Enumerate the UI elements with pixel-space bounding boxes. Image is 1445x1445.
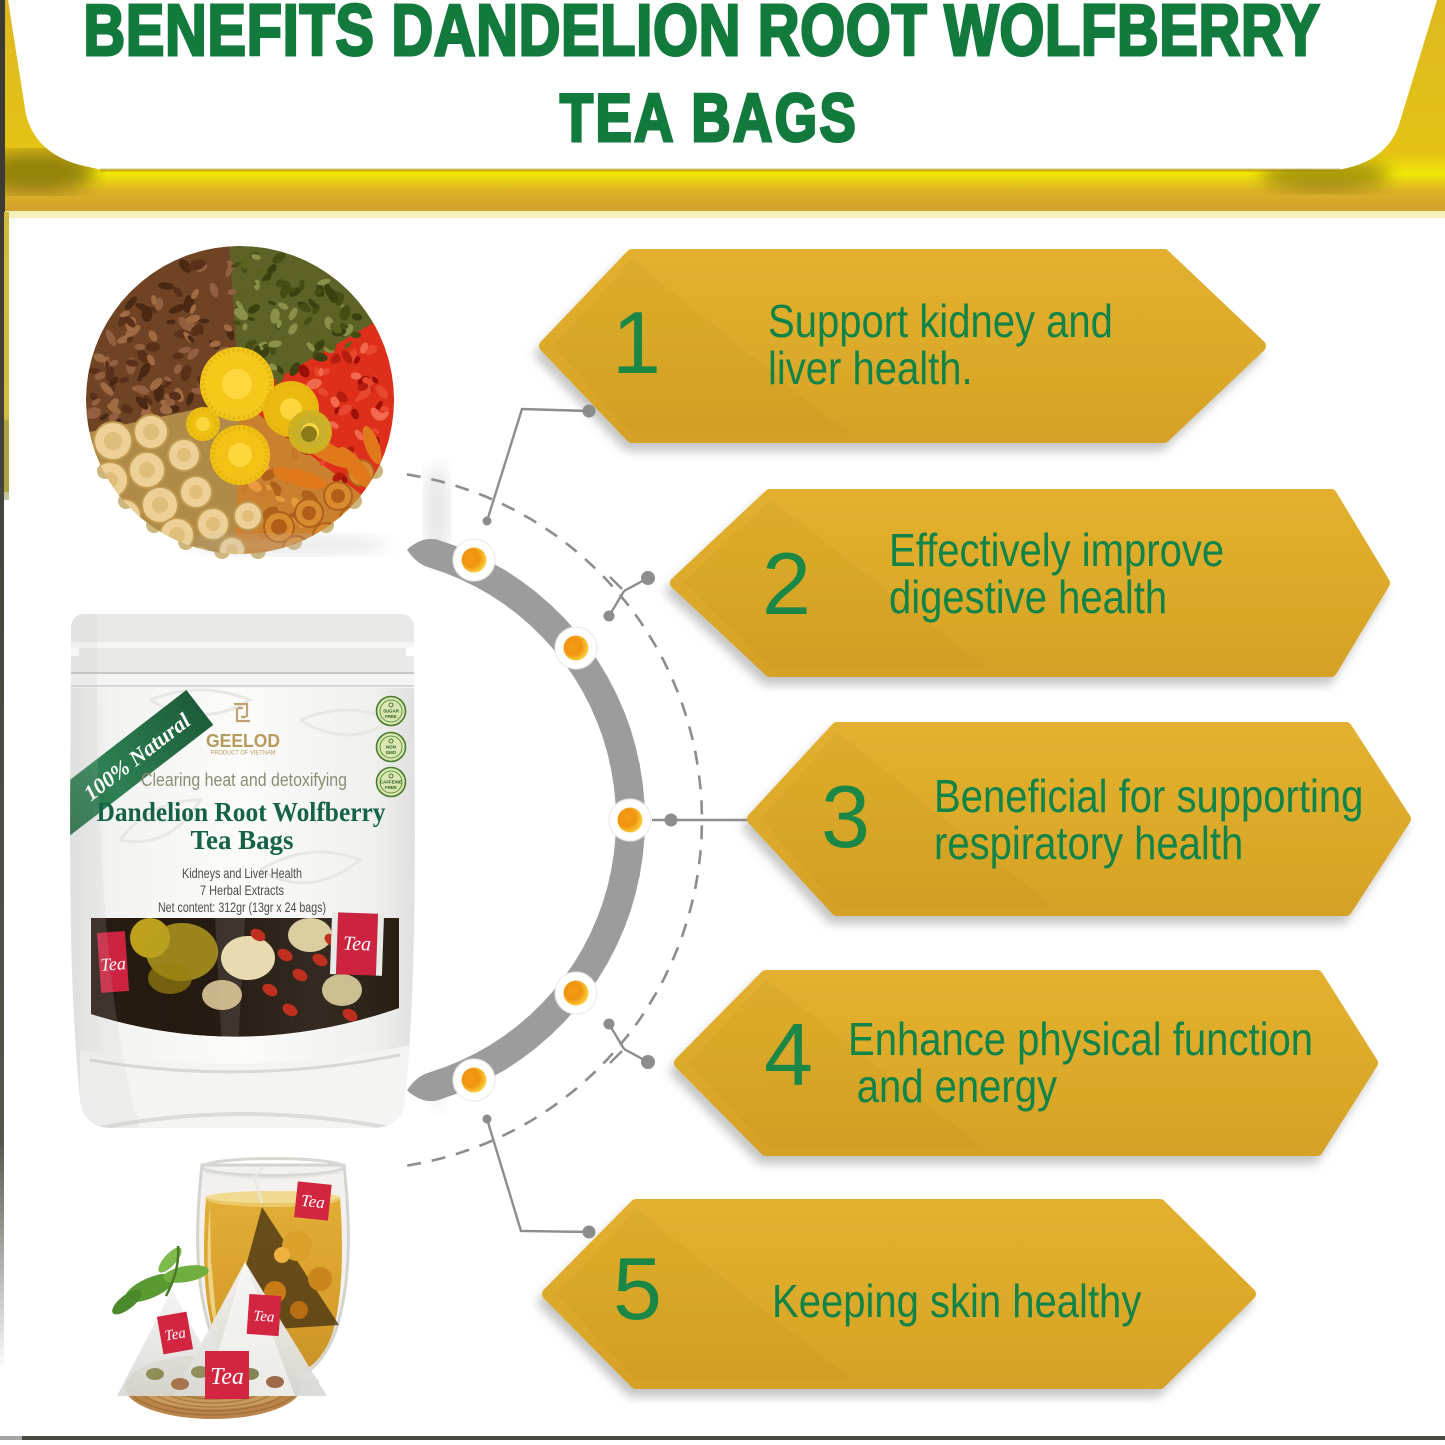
svg-text:Tea Bags: Tea Bags xyxy=(191,825,294,855)
svg-text:Dandelion Root Wolfberry: Dandelion Root Wolfberry xyxy=(97,797,386,827)
svg-text:GMO: GMO xyxy=(386,750,397,755)
svg-text:SUGAR: SUGAR xyxy=(383,709,400,714)
svg-text:PRODUCT OF VIETNAM: PRODUCT OF VIETNAM xyxy=(211,750,276,757)
svg-text:Tea: Tea xyxy=(343,933,372,956)
svg-text:Tea: Tea xyxy=(300,1191,326,1212)
svg-text:7 Herbal Extracts: 7 Herbal Extracts xyxy=(200,882,284,898)
svg-text:Tea: Tea xyxy=(164,1325,188,1344)
svg-text:FREE: FREE xyxy=(385,785,397,790)
svg-text:CAFFEINE: CAFFEINE xyxy=(380,780,402,785)
svg-text:GEELOD: GEELOD xyxy=(206,731,280,751)
svg-text:Tea: Tea xyxy=(253,1308,275,1325)
svg-text:Clearing heat and detoxifying: Clearing heat and detoxifying xyxy=(141,770,347,790)
svg-text:FREE: FREE xyxy=(385,714,397,719)
svg-text:Tea: Tea xyxy=(100,953,127,975)
svg-text:Kidneys and Liver Health: Kidneys and Liver Health xyxy=(182,865,302,881)
svg-text:Tea: Tea xyxy=(210,1364,244,1390)
svg-text:Net content: 312gr (13gr x 24: Net content: 312gr (13gr x 24 bags) xyxy=(158,899,326,915)
svg-text:NON: NON xyxy=(386,745,396,750)
